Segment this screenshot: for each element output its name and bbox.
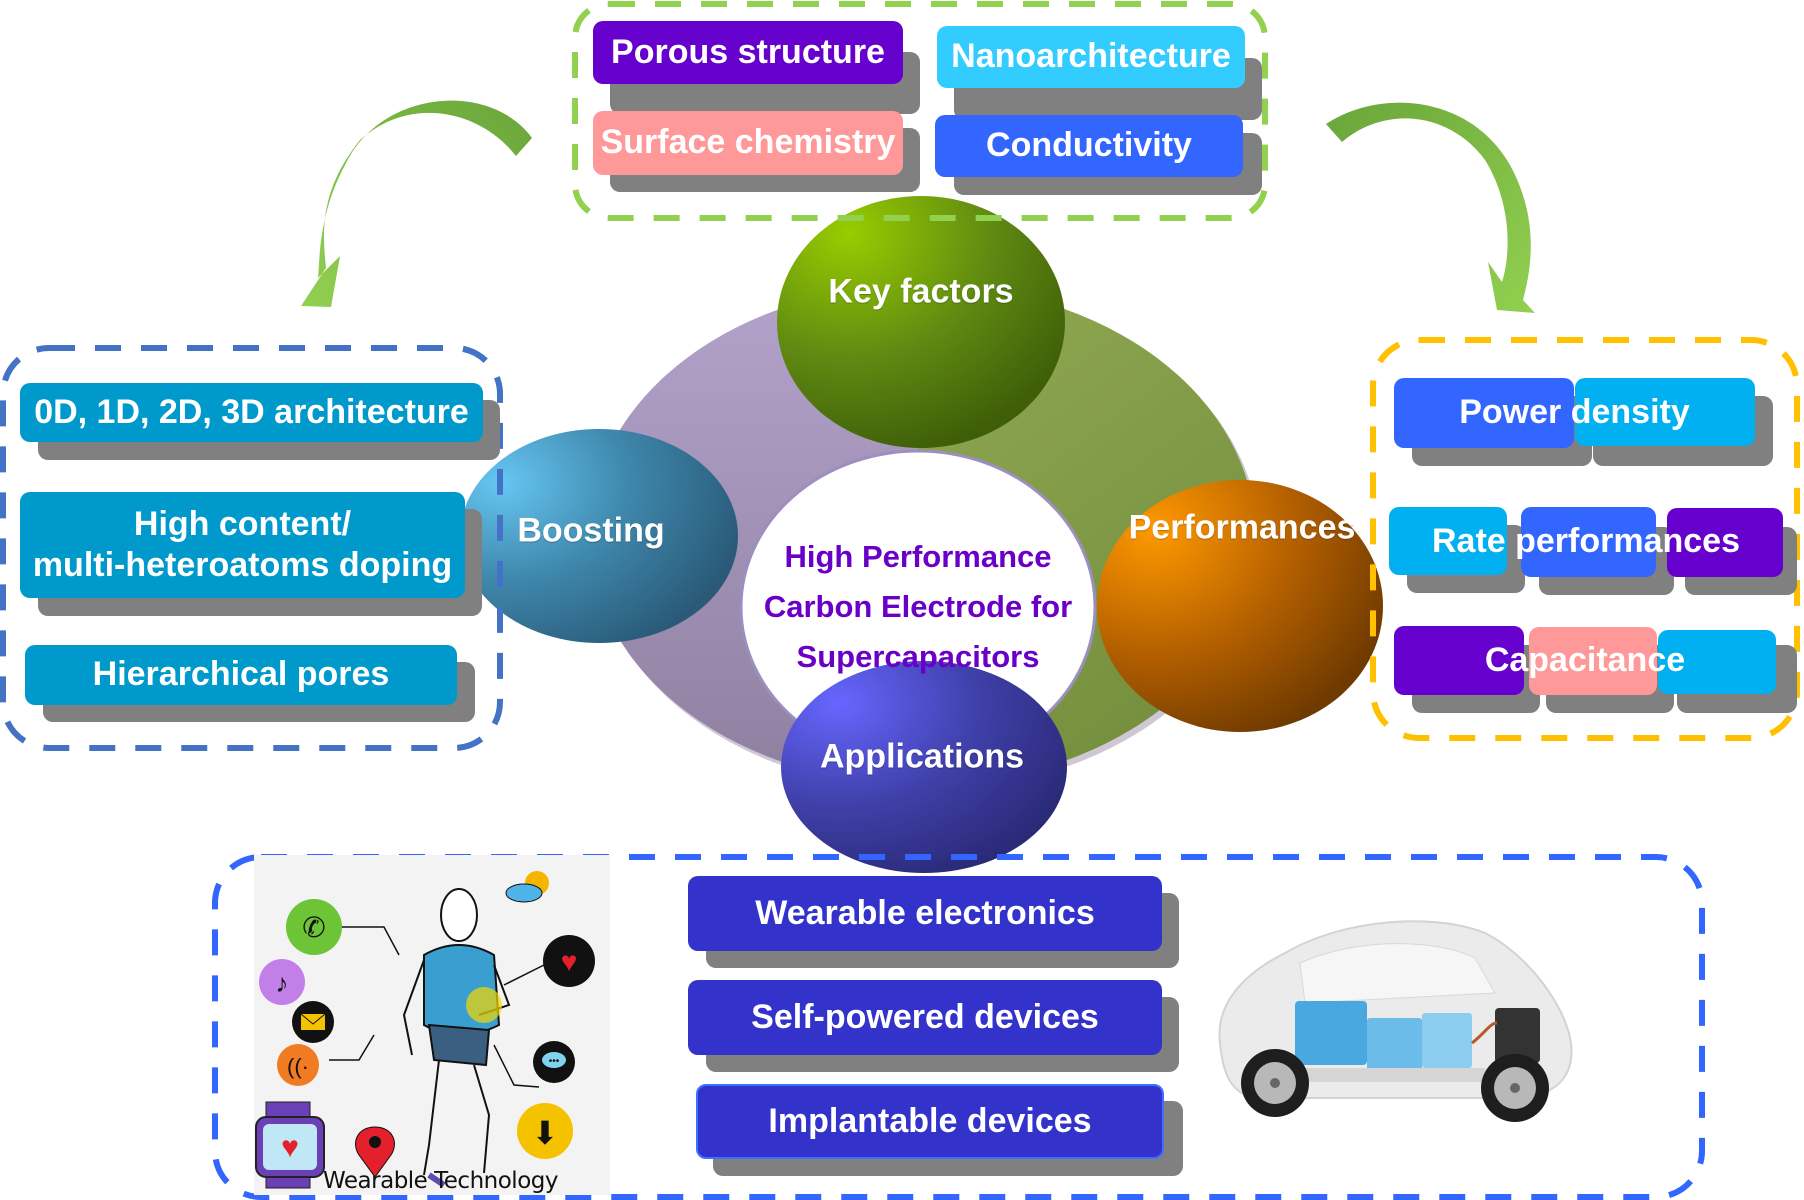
arrow-right-icon — [1326, 102, 1535, 313]
center-title-line-2: Carbon Electrode for — [763, 589, 1073, 624]
runner-figure-icon — [402, 888, 511, 1188]
tag-wearable-electronics[interactable]: Wearable electronics — [688, 876, 1162, 951]
center-title-line-3: Supercapacitors — [796, 639, 1040, 674]
tag-nanoarchitecture[interactable]: Nanoarchitecture — [937, 26, 1245, 88]
tag-porous-structure[interactable]: Porous structure — [593, 21, 903, 84]
capacitance-segment-2 — [1529, 627, 1657, 695]
center-title: High Performance Carbon Electrode for Su… — [764, 532, 1072, 682]
arrow-left-icon — [301, 100, 532, 307]
smartwatch-icon: ♥ — [255, 1101, 325, 1189]
mail-icon — [292, 1001, 334, 1043]
tag-implantable-devices[interactable]: Implantable devices — [696, 1084, 1164, 1159]
phone-icon: ✆ — [286, 899, 342, 955]
wearable-technology-caption: Wearable Technology — [323, 1168, 558, 1194]
rate-segment-2 — [1521, 507, 1656, 577]
center-title-line-1: High Performance — [784, 539, 1052, 574]
boosting-hub[interactable] — [460, 429, 738, 643]
tag-capacitance[interactable]: Capacitance — [1484, 640, 1686, 679]
svg-text:♥: ♥ — [281, 1131, 299, 1164]
svg-text:✆: ✆ — [302, 912, 325, 943]
svg-text:((·: ((· — [287, 1054, 309, 1079]
key-factors-label: Key factors — [828, 272, 1014, 311]
weather-icon — [505, 871, 549, 903]
svg-text:•••: ••• — [549, 1056, 560, 1067]
electric-car-image — [1205, 893, 1579, 1137]
capacitance-segment-1 — [1394, 626, 1524, 695]
tag-conductivity[interactable]: Conductivity — [935, 115, 1243, 177]
music-note-icon: ♪ — [259, 959, 305, 1005]
motor-icon — [1471, 1008, 1540, 1063]
tag-heteroatom-doping[interactable]: High content/ multi-heteroatoms doping — [20, 492, 465, 598]
tag-power-density[interactable]: Power density — [1459, 393, 1690, 432]
svg-text:♥: ♥ — [561, 946, 578, 977]
power-density-segment-1 — [1394, 378, 1574, 448]
tag-self-powered-devices[interactable]: Self-powered devices — [688, 980, 1162, 1055]
tag-architecture[interactable]: 0D, 1D, 2D, 3D architecture — [20, 383, 483, 442]
location-pin-icon — [355, 1126, 395, 1178]
heart-rate-icon: ♥ — [543, 935, 595, 987]
key-factors-container — [572, 1, 1268, 221]
wearable-technology-image: ✆ ♪ ((· ♥ ••• ⬇ ♥ — [254, 855, 610, 1195]
download-icon: ⬇ — [517, 1103, 573, 1159]
rate-segment-3 — [1667, 508, 1783, 577]
rate-segment-1 — [1389, 507, 1507, 575]
svg-text:⬇: ⬇ — [532, 1115, 559, 1151]
performances-hub[interactable] — [1097, 480, 1383, 732]
performances-container — [1370, 337, 1800, 741]
boosting-label: Boosting — [517, 511, 665, 550]
wheel-front-icon — [1241, 1049, 1309, 1117]
tag-surface-chemistry[interactable]: Surface chemistry — [593, 111, 903, 175]
boosting-container — [0, 345, 503, 751]
wheel-rear-icon — [1481, 1054, 1549, 1122]
applications-label: Applications — [819, 737, 1025, 776]
performances-label: Performances — [1128, 508, 1356, 547]
tag-rate-performances[interactable]: Rate performances — [1431, 522, 1740, 561]
battery-pack-icon — [1285, 1001, 1485, 1082]
tag-heteroatom-doping-line-2: multi-heteroatoms doping — [32, 546, 453, 584]
wifi-icon: ((· — [277, 1044, 319, 1086]
tag-heteroatom-doping-line-1: High content/ — [133, 504, 352, 543]
svg-text:♪: ♪ — [276, 968, 289, 998]
applications-container — [212, 854, 1705, 1200]
tag-hierarchical-pores[interactable]: Hierarchical pores — [25, 645, 457, 705]
power-density-segment-2 — [1575, 378, 1755, 446]
chat-icon: ••• — [533, 1041, 575, 1083]
capacitance-segment-3 — [1658, 630, 1776, 694]
key-factors-hub[interactable] — [777, 196, 1065, 448]
applications-hub[interactable] — [781, 661, 1067, 873]
